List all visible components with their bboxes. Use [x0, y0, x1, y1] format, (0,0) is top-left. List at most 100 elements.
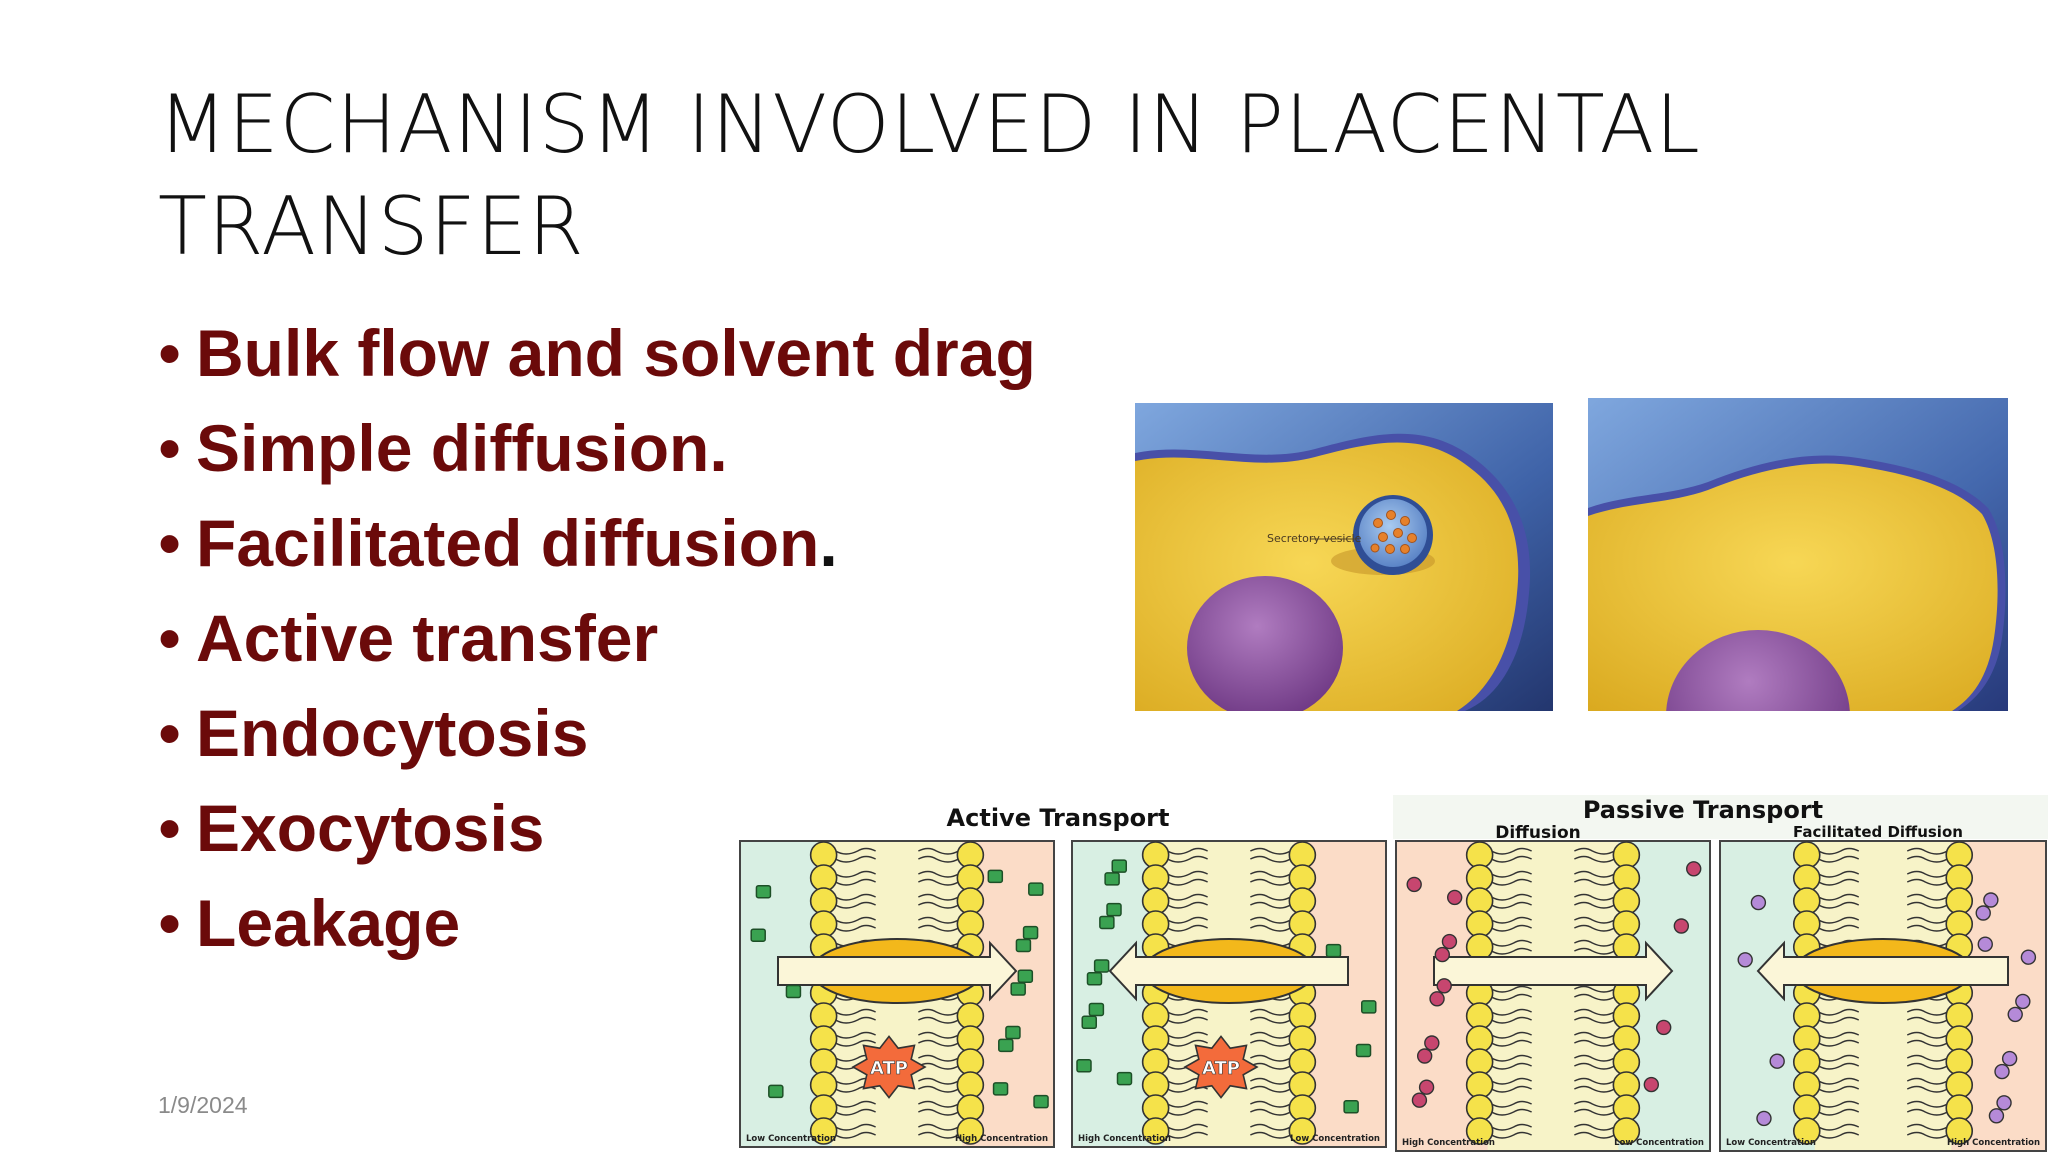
- lipid-tail: [1906, 924, 1948, 932]
- diffusion-label: Diffusion: [1495, 823, 1581, 843]
- molecule: [2015, 993, 2031, 1010]
- lipid-tail: [1906, 893, 1948, 901]
- lipid-tail: [1250, 855, 1291, 863]
- lipid-tail: [835, 1123, 876, 1131]
- lipid-tail: [835, 916, 876, 924]
- panel-border: [1395, 840, 1711, 1152]
- panel-border: [1071, 840, 1387, 1148]
- lipid-head: [1288, 1094, 1317, 1122]
- lipid-tail: [835, 855, 876, 863]
- panel-border: [739, 840, 1055, 1148]
- lipid-head: [1792, 1025, 1821, 1053]
- transport-figure: Active Transport Passive Transport Diffu…: [738, 795, 2048, 1152]
- lipid-tail: [918, 1100, 959, 1108]
- lipid-tail: [1574, 1054, 1615, 1062]
- lipid-head: [1612, 1002, 1641, 1030]
- arrow-left-icon: [1108, 940, 1349, 1002]
- bullet-marker: •: [158, 886, 182, 960]
- lipid-tail: [1574, 870, 1615, 878]
- lipid-tail: [1167, 924, 1208, 932]
- lipid-tail: [1167, 870, 1208, 878]
- lipid-head: [1945, 1048, 1974, 1076]
- lipid-tail: [918, 1131, 959, 1139]
- lipid-tail: [1167, 1016, 1208, 1024]
- bullet-item: •Endocytosis: [158, 686, 1036, 781]
- title-line-2: TRANSFER: [158, 180, 585, 273]
- lipid-tail: [1491, 993, 1532, 1001]
- lipid-tail: [1574, 1100, 1615, 1108]
- bullet-marker: •: [158, 316, 182, 390]
- bullet-text: Endocytosis: [196, 696, 589, 770]
- lipid-head: [1945, 1117, 1974, 1145]
- lipid-head: [1945, 910, 1974, 938]
- lipid-tail: [1574, 939, 1615, 947]
- lipid-tail: [1491, 1062, 1532, 1070]
- lipid-tail: [1574, 1108, 1615, 1116]
- lipid-tail: [1906, 1062, 1948, 1070]
- lipid-head: [956, 1025, 985, 1053]
- molecule: [1010, 982, 1026, 996]
- vesicle-cargo: [1370, 510, 1417, 554]
- molecule: [785, 984, 802, 999]
- arrow-left-icon: [1756, 940, 2009, 1002]
- lipid-head: [1612, 1117, 1641, 1145]
- atp-burst-icon: [1183, 1035, 1259, 1099]
- lipid-head: [1288, 1002, 1317, 1030]
- lipid-tail: [1818, 1123, 1860, 1131]
- lipid-tail: [1574, 993, 1615, 1001]
- lipid-head: [956, 864, 985, 892]
- lipid-head: [1792, 1002, 1821, 1030]
- lipid-tail: [918, 1008, 959, 1016]
- lipid-tail: [1167, 1100, 1208, 1108]
- lipid-tail: [1491, 1039, 1532, 1047]
- lipid-tail: [1574, 1077, 1615, 1085]
- lipid-tail: [1906, 1031, 1948, 1039]
- lipid-head: [809, 1048, 838, 1076]
- lipid-tail: [1250, 1016, 1291, 1024]
- lipid-tail: [1167, 847, 1208, 855]
- lipid-tail: [1167, 1131, 1208, 1139]
- lipid-head: [1288, 841, 1317, 869]
- cell-cytoplasm: [1588, 463, 1998, 711]
- bullet-item: •Exocytosis: [158, 781, 1036, 876]
- bullet-tail: .: [819, 506, 838, 580]
- lipid-tail: [835, 1131, 876, 1139]
- bullet-marker: •: [158, 791, 182, 865]
- lipid-tail: [1250, 893, 1291, 901]
- membrane-core: [1487, 841, 1619, 1151]
- lipid-tail: [1906, 870, 1948, 878]
- lipid-head: [1141, 1071, 1170, 1099]
- lipid-head: [1465, 1117, 1494, 1145]
- lipid-tail: [918, 893, 959, 901]
- lipid-head: [1465, 887, 1494, 915]
- lipid-tail: [918, 1123, 959, 1131]
- molecule: [1015, 938, 1032, 953]
- slide-title: MECHANISM INVOLVED IN PLACENTAL TRANSFER: [158, 74, 1700, 278]
- lipid-tail: [1250, 1100, 1291, 1108]
- lipid-head: [1612, 841, 1641, 869]
- lipid-tail: [1818, 1100, 1860, 1108]
- lipid-tail: [1574, 985, 1615, 993]
- lipid-tail: [1491, 1008, 1532, 1016]
- lipid-tail: [1250, 878, 1291, 886]
- lipid-tail: [835, 893, 876, 901]
- lipid-tail: [1491, 893, 1532, 901]
- molecule: [1429, 991, 1445, 1007]
- lipid-tail: [1250, 916, 1291, 924]
- lipid-tail: [1491, 916, 1532, 924]
- lipid-head: [1141, 841, 1170, 869]
- lipid-tail: [835, 870, 876, 878]
- molecule: [1977, 936, 1993, 952]
- molecule: [1104, 872, 1120, 886]
- lipid-tail: [1167, 1039, 1208, 1047]
- molecule: [1655, 1019, 1672, 1036]
- passive-transport-title: Passive Transport: [1583, 796, 1823, 824]
- molecule: [1996, 1095, 2012, 1111]
- lipid-tail: [1574, 1123, 1615, 1131]
- lipid-head: [1612, 1094, 1641, 1122]
- lipid-tail: [1491, 901, 1532, 909]
- molecule: [1446, 889, 1463, 906]
- lipid-head: [1465, 841, 1494, 869]
- lipid-tail: [918, 847, 959, 855]
- lipid-head: [1612, 1025, 1641, 1053]
